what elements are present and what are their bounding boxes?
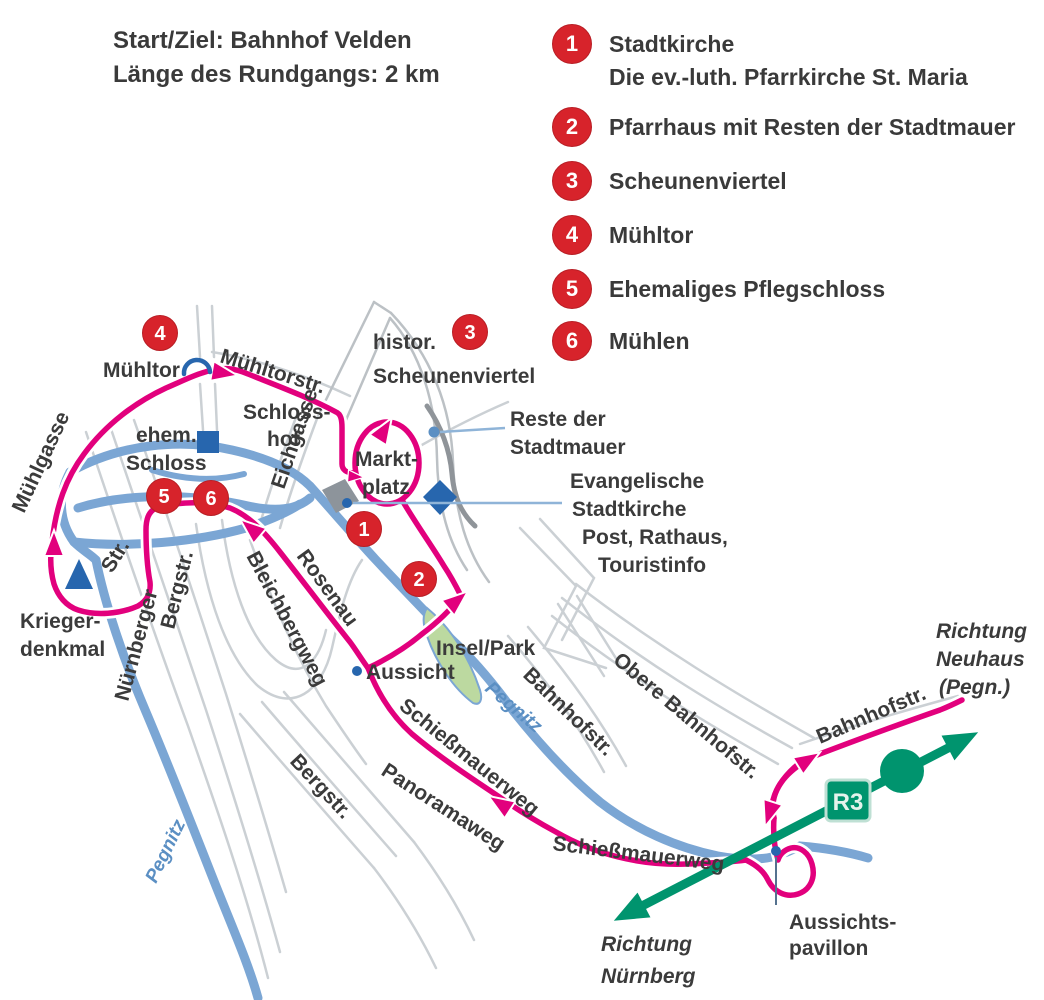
map-badge-6: 6: [193, 480, 229, 516]
label-schiessmauerweg-2: Schießmauerweg: [551, 832, 725, 876]
label-pegnitz-1: Pegnitz: [142, 816, 191, 886]
legend-badge-4: 4: [552, 215, 592, 255]
railway-arrow-nuernberg-icon: [607, 892, 651, 934]
legend-badge-6: 6: [552, 321, 592, 361]
label-richtung-neuhaus-1: Richtung: [936, 620, 1027, 643]
label-reste-2: Stadtmauer: [510, 436, 626, 459]
stadtmauer-wall: [424, 403, 478, 529]
svg-text:1: 1: [358, 519, 369, 541]
ehem-schloss-marker: [197, 431, 219, 453]
legend-badge-2: 2: [552, 107, 592, 147]
label-richtung-neuhaus-2: Neuhaus: [936, 648, 1025, 671]
label-insel-park: Insel/Park: [436, 637, 536, 660]
scheunenviertel-outline: [318, 300, 491, 584]
label-richtung-nuernberg-1: Richtung: [601, 933, 692, 956]
label-evangelische-2: Stadtkirche: [572, 498, 686, 521]
stadtkirche-callout-dot: [342, 498, 352, 508]
label-marktplatz-1: Markt-: [355, 448, 418, 471]
map-labels: Mühltor Mühltorstr. Schloss- hof ehem. S…: [8, 331, 1027, 988]
bahnhof-velden-station-marker: [880, 749, 924, 793]
legend-badge-5: 5: [552, 269, 592, 309]
map-badge-2: 2: [401, 561, 437, 597]
label-richtung-neuhaus-3: (Pegn.): [939, 676, 1010, 699]
kriegerdenkmal-marker: [65, 559, 93, 589]
label-scheunenviertel-2: Scheunenviertel: [373, 365, 535, 388]
svg-text:2: 2: [413, 569, 424, 591]
r3-sign: [824, 778, 872, 823]
label-bergstr-sued: Bergstr.: [285, 750, 356, 824]
svg-text:5: 5: [158, 486, 169, 508]
map-badge-5: 5: [146, 478, 182, 514]
label-marktplatz-2: platz: [362, 476, 410, 499]
street-network: [84, 304, 960, 980]
pavillon-dot: [771, 846, 781, 856]
label-schlosshof-2: hof: [267, 428, 301, 451]
legend: 1 Stadtkirche Die ev.-luth. Pfarrkirche …: [0, 0, 1044, 380]
legend-sublabel-1: Die ev.-luth. Pfarrkirche St. Maria: [609, 64, 968, 90]
label-muehltor: Mühltor: [103, 359, 180, 382]
svg-text:3: 3: [464, 322, 475, 344]
svg-text:4: 4: [154, 323, 166, 345]
legend-item-2: 2 Pfarrhaus mit Resten der Stadtmauer: [552, 107, 1015, 147]
label-evangelische-1: Evangelische: [570, 470, 704, 493]
legend-item-4: 4 Mühltor: [552, 215, 693, 255]
title-start-ziel: Start/Ziel: Bahnhof Velden: [113, 27, 412, 54]
legend-item-6: 6 Mühlen: [552, 321, 690, 361]
railway-arrow-neuhaus-icon: [941, 719, 985, 761]
label-aussichtspavillon-1: Aussichts-: [789, 911, 896, 934]
legend-label-1: Stadtkirche Die ev.-luth. Pfarrkirche St…: [609, 24, 968, 94]
legend-item-3: 3 Scheunenviertel: [552, 161, 787, 201]
map-badge-4: 4: [142, 315, 178, 351]
map-badge-1: 1: [346, 511, 382, 547]
label-kriegerdenkmal-2: denkmal: [20, 638, 105, 661]
legend-badge-1: 1: [552, 24, 592, 64]
label-evangelische-3: Post, Rathaus,: [582, 526, 728, 549]
label-ehem-schloss-1: ehem.: [136, 424, 197, 447]
legend-badge-3: 3: [552, 161, 592, 201]
label-reste-1: Reste der: [510, 408, 606, 431]
railway-r3: R3: [607, 719, 985, 934]
callout-lines: [353, 426, 777, 905]
muehltor-arch-icon: [181, 357, 213, 377]
poi-markers: [65, 357, 781, 856]
stadtmauer-dot: [428, 426, 440, 438]
label-evangelische-4: Touristinfo: [598, 554, 706, 577]
label-richtung-nuernberg-2: Nürnberg: [601, 965, 696, 988]
label-aussicht: Aussicht: [366, 661, 455, 684]
label-schlosshof-1: Schloss-: [243, 401, 331, 424]
label-aussichtspavillon-2: pavillon: [789, 937, 868, 960]
label-ehem-schloss-2: Schloss: [126, 452, 207, 475]
label-obere-bahnhofstr: Obere Bahnhofstr.: [609, 648, 764, 783]
pegnitz-river: [56, 439, 873, 1000]
aussicht-dot: [352, 666, 362, 676]
label-kriegerdenkmal-1: Krieger-: [20, 610, 101, 633]
map-title: Start/Ziel: Bahnhof Velden Länge des Run…: [113, 24, 440, 92]
map-badge-3: 3: [452, 314, 488, 350]
title-laenge: Länge des Rundgangs: 2 km: [113, 61, 440, 88]
stadtkirche-marker: [423, 480, 457, 515]
label-scheunenviertel-1: histor.: [373, 331, 436, 354]
legend-item-5: 5 Ehemaliges Pflegschloss: [552, 269, 885, 309]
stadtmauer-callout-line: [439, 426, 506, 434]
map-badges: 1 2 3 4 5 6: [142, 314, 488, 597]
r3-sign-label: R3: [833, 789, 864, 816]
legend-item-1: 1 Stadtkirche Die ev.-luth. Pfarrkirche …: [552, 24, 968, 94]
svg-text:6: 6: [205, 488, 216, 510]
